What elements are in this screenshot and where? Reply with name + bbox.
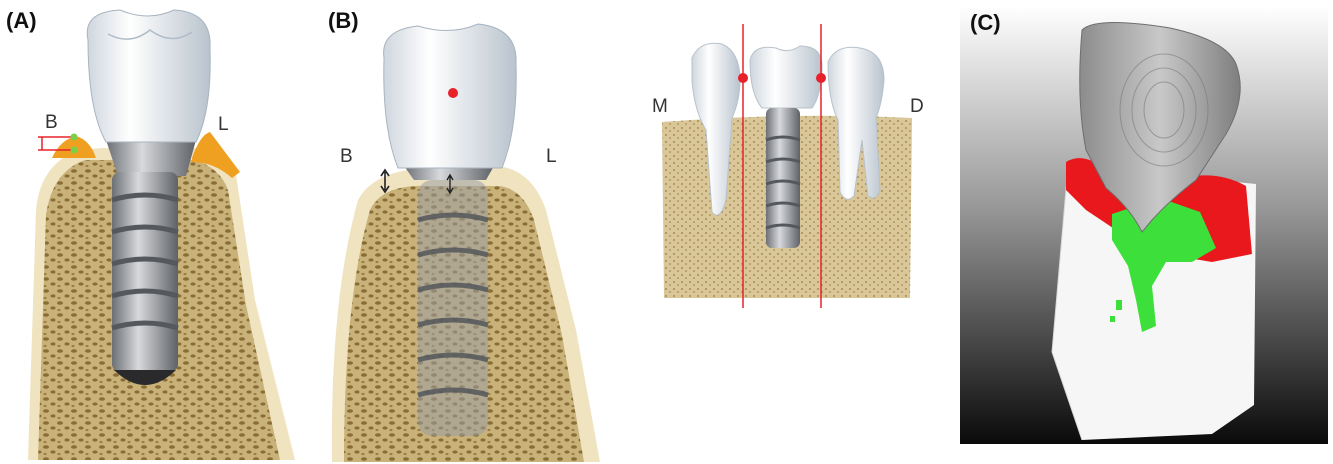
panel-a-abutment (106, 140, 196, 176)
side-view-implant-crown (750, 46, 822, 108)
panel-c-label: (C) (970, 10, 1001, 36)
panel-b: (B) B L (318, 0, 618, 464)
panel-b-illustration (318, 0, 618, 464)
side-view-mesial-contact-marker (738, 73, 748, 83)
panel-a-crown (87, 10, 210, 142)
panel-a-green-marker-bottom (71, 147, 78, 154)
side-view-distal-contact-marker (816, 73, 826, 83)
panel-a-illustration (0, 0, 310, 464)
panel-a: (A) B L (0, 0, 310, 464)
side-view-illustration (640, 0, 940, 464)
panel-a-implant-body (112, 172, 178, 372)
panel-b-side-view: M D (640, 0, 940, 464)
panel-b-red-marker (448, 88, 458, 98)
panel-c: (C) (956, 0, 1333, 464)
panel-a-green-marker-top (71, 134, 78, 141)
panel-c-render (956, 0, 1333, 464)
